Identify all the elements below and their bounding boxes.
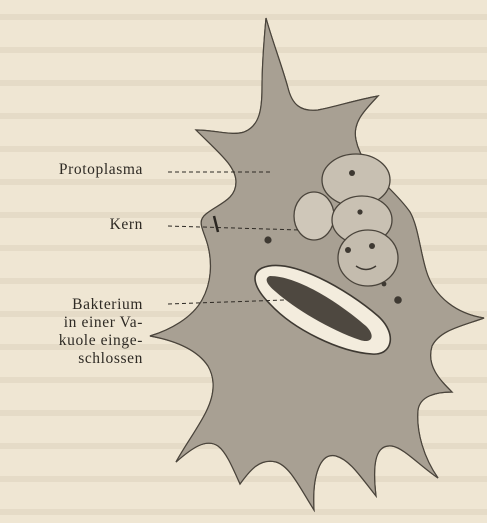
label-kern: Kern [110,216,143,234]
label-protoplasma: Protoplasma [59,161,143,179]
granule [394,296,402,304]
label-bakterium-line-4: schlossen [59,350,143,368]
granule [382,282,387,287]
granule [264,236,271,243]
label-bakterium: Bakterium in einer Va- kuole einge- schl… [59,296,143,368]
label-bakterium-line-1: Bakterium [59,296,143,314]
vacuole-bottom [338,230,398,286]
label-bakterium-line-3: kuole einge- [59,332,143,350]
label-bakterium-line-2: in einer Va- [59,314,143,332]
vacuole-left [294,192,334,240]
